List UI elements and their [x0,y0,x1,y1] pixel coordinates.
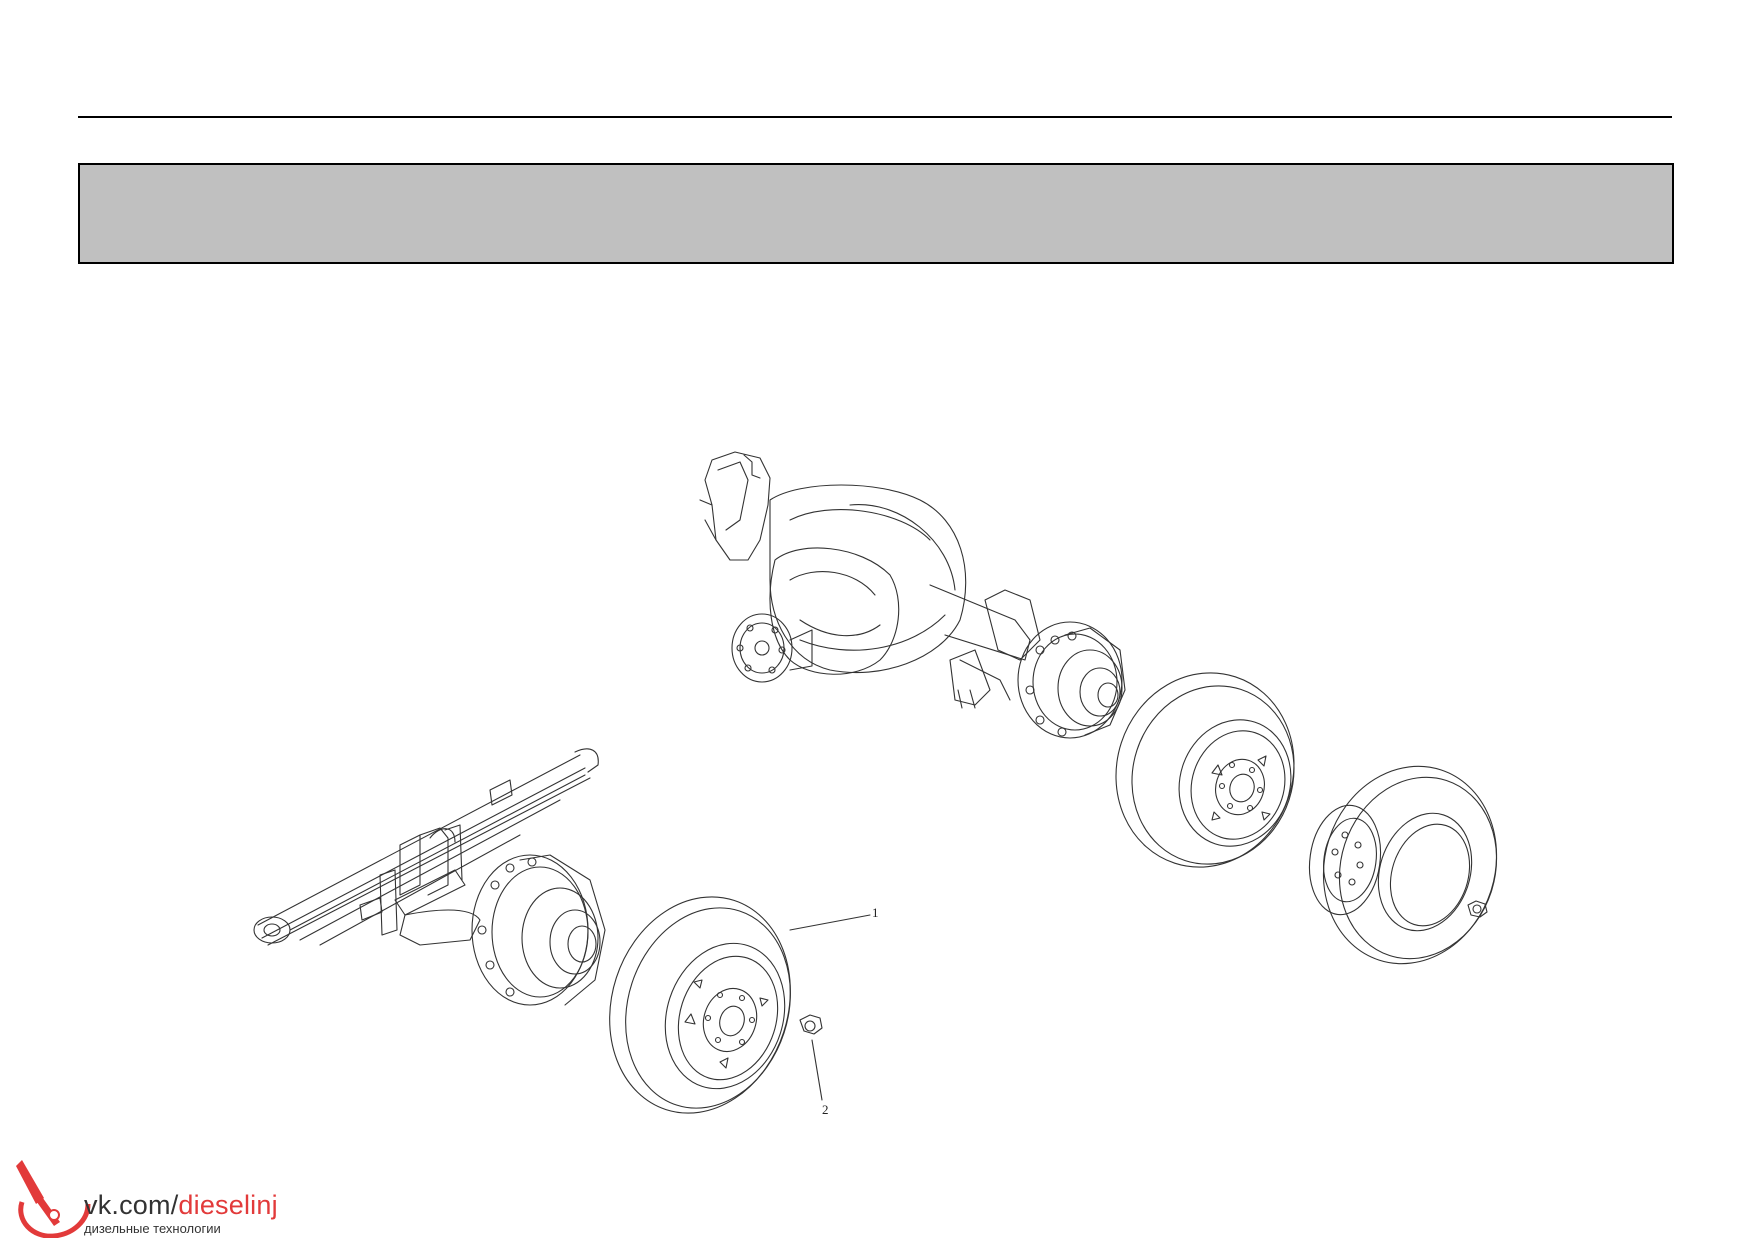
header-band [78,163,1674,264]
axle-housing-drawing [699,451,1126,739]
watermark-url-prefix: vk.com/ [84,1190,179,1220]
leaf-spring-drawing [253,748,599,946]
dieselinj-logo-icon [16,1160,91,1238]
callout-2-leader [811,1039,823,1101]
lower-wheel-drawing [609,896,791,1114]
wheel-nut-upper-drawing [1467,900,1488,918]
callout-1-label: 1 [872,905,879,920]
wheel-nut-lower-drawing [799,1014,823,1035]
header-rule [78,116,1672,118]
lower-hub-drawing [399,854,606,1006]
upper-wheel-inner-drawing [1308,765,1498,965]
upper-wheel-outer-drawing [1115,672,1295,868]
callout-1-leader [789,914,871,931]
watermark-url-handle: dieselinj [178,1190,278,1220]
watermark-tagline: дизельные технологии [84,1221,221,1236]
callout-2-label: 2 [822,1102,829,1117]
watermark-url: vk.com/dieselinj [84,1192,278,1219]
